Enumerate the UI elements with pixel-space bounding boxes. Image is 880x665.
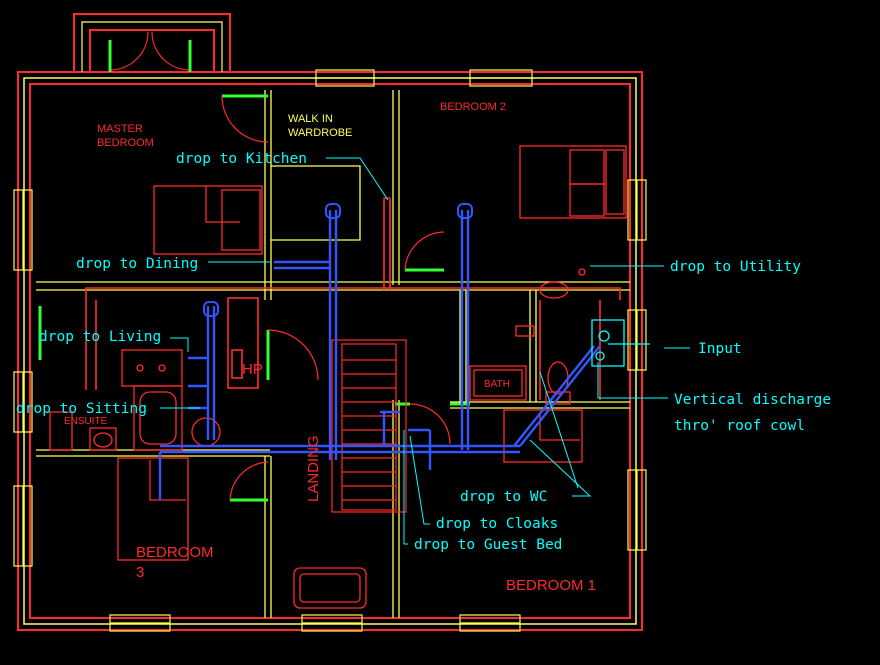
annot-drop-utility: drop to Utility — [670, 259, 801, 275]
windows — [13, 69, 647, 632]
landing-sofa — [293, 567, 367, 609]
pipework — [158, 210, 601, 500]
staircase — [331, 339, 407, 513]
label-hp: HP — [242, 361, 263, 378]
annot-drop-kitchen: drop to Kitchen — [176, 151, 307, 167]
label-master-bedroom-line2: BEDROOM — [97, 137, 154, 149]
bedroom2-bed — [519, 145, 627, 219]
hot-water-cylinder — [191, 417, 221, 447]
master-bed — [153, 185, 263, 255]
label-master-bedroom-line1: MASTER — [97, 123, 143, 135]
label-walk-in-line2: WARDROBE — [288, 127, 352, 139]
annot-drop-guest-bed: drop to Guest Bed — [414, 537, 562, 553]
label-bedroom-1: BEDROOM 1 — [506, 577, 596, 594]
annot-drop-dining: drop to Dining — [76, 256, 198, 272]
doors — [38, 31, 470, 502]
label-bedroom-3-line2: 3 — [136, 564, 144, 581]
pipe-ends — [203, 203, 473, 317]
annot-drop-cloaks: drop to Cloaks — [436, 516, 558, 532]
label-walk-in-line1: WALK IN — [288, 113, 333, 125]
ensuite-bath — [133, 385, 183, 451]
input-box — [591, 319, 650, 367]
annot-drop-sitting: drop to Sitting — [16, 401, 147, 417]
leader-lines — [160, 157, 690, 545]
label-bedroom-3-line1: BEDROOM — [136, 544, 214, 561]
label-bedroom-2: BEDROOM 2 — [440, 101, 506, 113]
internal-wall-outline — [85, 200, 621, 400]
bedroom3-bed — [117, 457, 189, 561]
annot-input: Input — [698, 341, 742, 357]
bath-tub — [469, 365, 527, 401]
internal-walls — [36, 90, 630, 618]
label-ensuite: ENSUITE — [64, 416, 108, 427]
annot-vertical-discharge-line1: Vertical discharge — [674, 392, 831, 408]
annot-drop-living: drop to Living — [39, 329, 161, 345]
annot-vertical-discharge-line2: thro' roof cowl — [674, 418, 805, 434]
label-bath: BATH — [484, 379, 510, 390]
label-landing: LANDING — [305, 435, 322, 502]
annot-drop-wc: drop to WC — [460, 489, 547, 505]
